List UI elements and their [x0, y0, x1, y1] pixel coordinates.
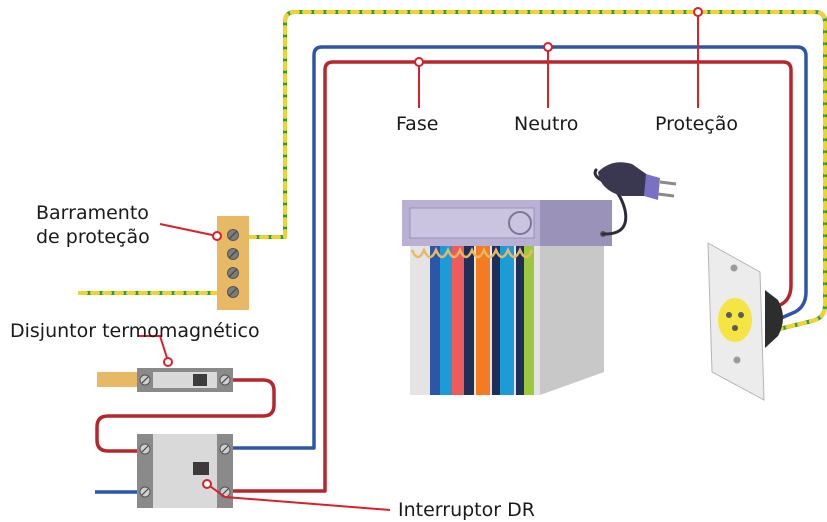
phase-wire	[95, 60, 793, 493]
power-plug	[593, 162, 677, 236]
wall-socket	[707, 242, 783, 401]
label-neutro: Neutro	[514, 113, 579, 135]
circuit-breaker	[97, 368, 233, 392]
label-fase: Fase	[396, 113, 439, 135]
label-disjuntor: Disjuntor termomagnético	[10, 320, 260, 342]
label-de-protecao: de proteção	[36, 226, 150, 248]
residual-current-device	[137, 434, 233, 508]
callouts	[138, 12, 699, 511]
protection-busbar	[217, 216, 249, 310]
callout-markers	[163, 7, 703, 489]
label-protecao: Proteção	[655, 113, 738, 135]
label-interruptor-dr: Interruptor DR	[398, 499, 535, 521]
ground-wire	[78, 10, 827, 332]
neutral-wire	[95, 45, 808, 494]
appliance	[402, 200, 612, 395]
label-barramento: Barramento	[36, 202, 149, 224]
